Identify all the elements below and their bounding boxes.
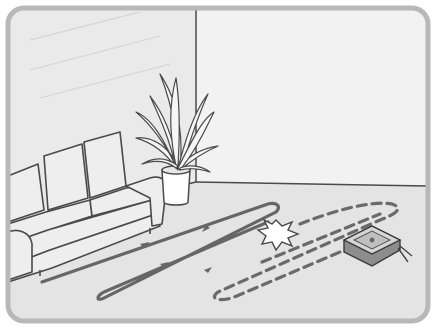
- room: [8, 8, 428, 321]
